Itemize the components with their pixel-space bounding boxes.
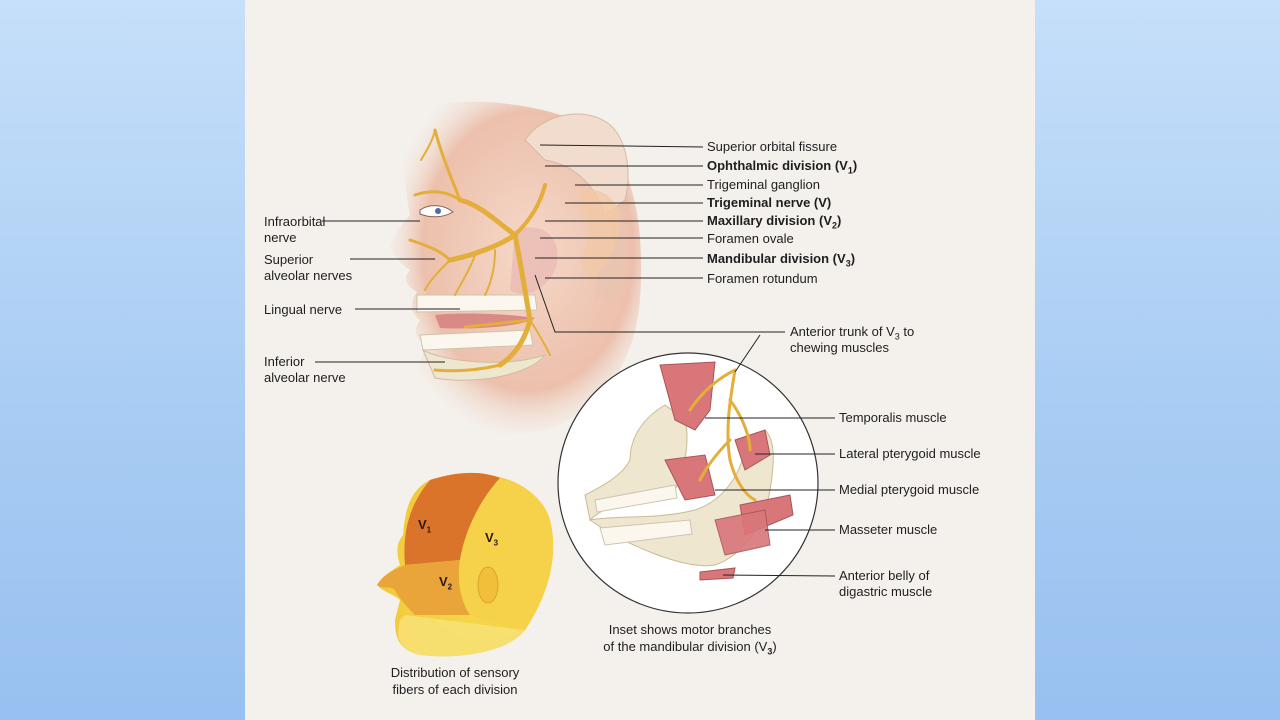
label-foramen-ovale: Foramen ovale — [707, 231, 794, 246]
label-temporalis-muscle: Temporalis muscle — [839, 410, 947, 425]
region-label-v1: V1 — [418, 517, 432, 535]
label-chewing-muscles: chewing muscles — [790, 340, 889, 355]
leader-lines-left — [315, 220, 460, 363]
label-foramen-rotundum: Foramen rotundum — [707, 271, 818, 286]
caption-sensory-1: Distribution of sensory — [390, 665, 520, 680]
trigeminal-nerves — [408, 128, 551, 373]
label-lingual-nerve: Lingual nerve — [264, 302, 343, 317]
label-mandibular-division: Mandibular division (V3) — [707, 251, 856, 269]
label-superior-alveolar-2: alveolar nerves — [264, 268, 353, 283]
label-trigeminal-ganglion: Trigeminal ganglion — [707, 177, 820, 192]
label-infraorbital-2: nerve — [264, 230, 297, 245]
label-ophthalmic-division: Ophthalmic division (V1) — [707, 158, 858, 176]
label-digastric-1: Anterior belly of — [839, 568, 930, 583]
caption-inset-1: Inset shows motor branches — [608, 622, 772, 637]
figure-panel: Superior orbital fissure Ophthalmic divi… — [245, 0, 1035, 720]
sensory-head — [377, 472, 554, 657]
label-medial-pterygoid-muscle: Medial pterygoid muscle — [839, 482, 980, 497]
label-superior-alveolar-1: Superior — [264, 252, 314, 267]
label-superior-orbital-fissure: Superior orbital fissure — [707, 139, 838, 154]
label-trigeminal-nerve: Trigeminal nerve (V) — [707, 195, 832, 210]
anatomy-illustration — [315, 101, 836, 657]
label-inferior-alveolar-1: Inferior — [264, 354, 305, 369]
label-maxillary-division: Maxillary division (V2) — [707, 213, 842, 231]
leader-lines-right — [534, 144, 785, 333]
caption-sensory-2: fibers of each division — [392, 682, 518, 697]
label-anterior-trunk: Anterior trunk of V3 to — [790, 324, 915, 342]
label-lateral-pterygoid-muscle: Lateral pterygoid muscle — [839, 446, 981, 461]
label-masseter-muscle: Masseter muscle — [839, 522, 938, 537]
region-label-v2: V2 — [439, 574, 453, 592]
inset-circle — [557, 334, 836, 614]
label-digastric-2: digastric muscle — [839, 584, 933, 599]
region-label-v3: V3 — [485, 530, 499, 548]
caption-inset-2: of the mandibular division (V3) — [603, 639, 777, 657]
label-inferior-alveolar-2: alveolar nerve — [264, 370, 346, 385]
label-infraorbital-1: Infraorbital — [264, 214, 326, 229]
